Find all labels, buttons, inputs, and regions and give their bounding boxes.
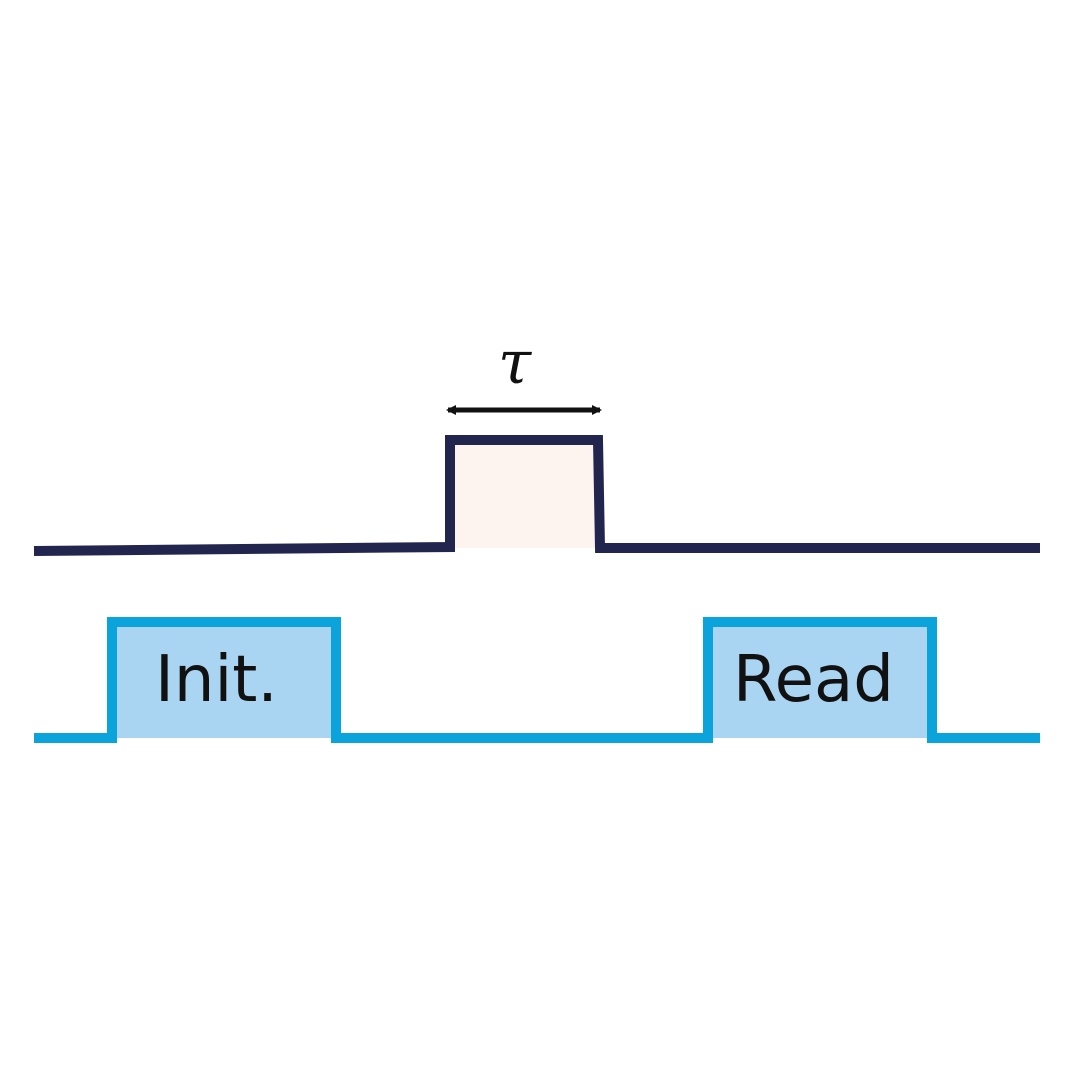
- init-pulse-fill: [112, 622, 336, 738]
- init-label: Init.: [155, 643, 278, 717]
- read-pulse-fill: [708, 622, 932, 738]
- mw-pulse-fill: [450, 442, 600, 548]
- tau-label: τ: [498, 328, 532, 398]
- mw-pulse-line: [33, 435, 1040, 556]
- laser-line: [34, 617, 1040, 743]
- read-label: Read: [733, 643, 894, 717]
